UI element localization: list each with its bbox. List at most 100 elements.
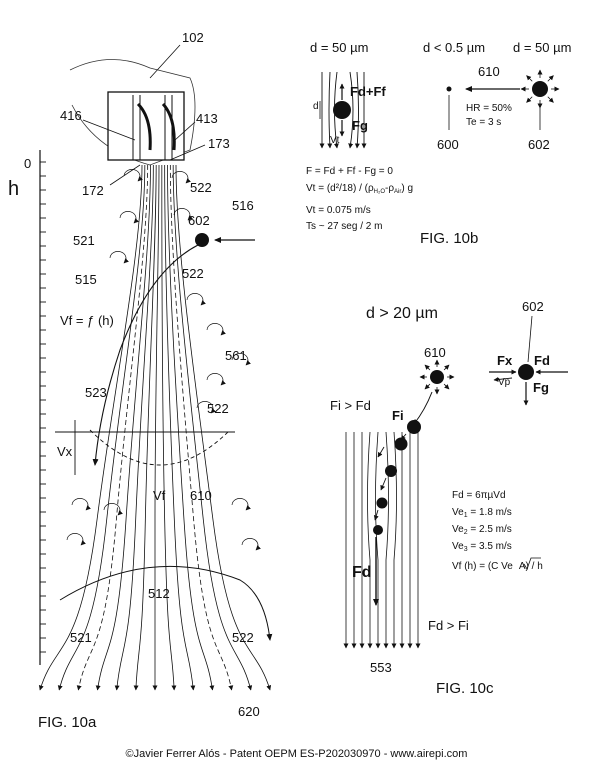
jet-streamlines (38, 164, 272, 691)
velocity-ve2: Ve2 = 2.5 m/s (452, 524, 512, 536)
force-fx: Fx (497, 353, 513, 368)
leader-416 (82, 119, 136, 141)
evaporation-ray (424, 364, 431, 371)
label-523: 523 (85, 385, 107, 400)
streamline (95, 164, 151, 691)
streamline (57, 164, 146, 691)
equation-stokes-drag: Fd = 6πµVd (452, 490, 506, 501)
humidity: HR = 50% (466, 103, 512, 114)
streamline (152, 164, 160, 691)
label-521-top: 521 (73, 233, 95, 248)
force-fd: Fd (534, 353, 550, 368)
streamline (38, 164, 143, 691)
streamline-553 (367, 431, 373, 649)
label-172: 172 (82, 183, 104, 198)
force-fd-ff: Fd+Ff (350, 84, 386, 99)
particle-600 (446, 86, 452, 92)
turbulence-vortices (66, 169, 261, 551)
leader-102 (149, 44, 181, 79)
fig-10a: 0 h 102 416 413 173 172 522 (8, 30, 273, 731)
force-fi: Fi (392, 408, 404, 423)
vortex-swirl (119, 211, 139, 224)
evaporation-ray (547, 75, 554, 82)
label-522-bottom: 522 (232, 630, 254, 645)
velocity-vt: Vt (330, 135, 340, 146)
label-522-top: 522 (190, 180, 212, 195)
fig-10b: d = 50 µm d < 0.5 µm d = 50 µm Fd+Ff Fg … (306, 40, 571, 247)
label-416: 416 (60, 108, 82, 123)
label-173: 173 (208, 136, 230, 151)
label-602-b: 602 (528, 137, 550, 152)
label-521-bottom: 521 (70, 630, 92, 645)
force-fd-large: Fd (352, 564, 372, 581)
label-522-low: 522 (207, 401, 229, 416)
velocity-vp: Vp (498, 377, 511, 388)
fig-10b-caption: FIG. 10b (420, 230, 478, 247)
vortex-swirl (186, 293, 206, 306)
evaporation-time: Te = 3 s (466, 117, 501, 128)
diameter-label-2: d < 0.5 µm (423, 40, 485, 55)
fig-10a-caption: FIG. 10a (38, 714, 97, 731)
particle-610-c (430, 370, 444, 384)
vx-arc (89, 429, 231, 466)
trajectory-620 (59, 565, 273, 641)
evaporation-ray (443, 364, 450, 371)
fig-10c-caption: FIG. 10c (436, 680, 494, 697)
label-600: 600 (437, 137, 459, 152)
vortex-swirl (206, 373, 226, 386)
label-512: 512 (148, 586, 170, 601)
equation-force-balance: F = Fd + Ff - Fg = 0 (306, 166, 393, 177)
axis-label-h: h (8, 178, 19, 200)
vortex-swirl (231, 498, 251, 511)
evaporation-ray (526, 96, 533, 103)
label-515: 515 (75, 272, 97, 287)
vortex-swirl (206, 323, 226, 336)
evaporation-ray (547, 96, 554, 103)
sqrt-symbol (523, 557, 541, 570)
velocity-ve3: Ve3 = 3.5 m/s (452, 541, 512, 553)
evaporation-ray (424, 383, 431, 390)
streamline-553 (391, 431, 397, 649)
nozzle-box (107, 91, 185, 161)
particle-602-forces (518, 364, 534, 380)
leader-413 (174, 121, 196, 141)
flow-streamlines-553 (343, 431, 421, 649)
equation-terminal-velocity: Vt = (d²/18) / (ρH₂O-ρAir) g (306, 183, 413, 195)
evaporation-ray (443, 383, 450, 390)
diameter-label-1: d = 50 µm (310, 40, 368, 55)
label-602: 602 (188, 213, 210, 228)
vortex-swirl (71, 498, 91, 511)
decelerating-particles (373, 420, 421, 535)
label-620: 620 (238, 704, 260, 719)
vortex-swirl (123, 169, 143, 182)
nozzle-inner (132, 95, 173, 160)
vf-label: Vf (153, 488, 166, 503)
device-outline (69, 59, 196, 166)
nozzle-blade-right (161, 102, 176, 151)
streamline-553 (375, 431, 381, 649)
copyright-footer: ©Javier Ferrer Alós - Patent OEPM ES-P20… (125, 748, 468, 760)
streamline (169, 164, 234, 691)
vortex-swirl (103, 503, 123, 516)
axis-zero-label: 0 (24, 156, 31, 171)
fd-greater-fi: Fd > Fi (428, 618, 469, 633)
axis-ticks (40, 161, 46, 653)
fig-10c: d > 20 µm 602 Fx Fd Fg Vp 610 Fi > Fd Fi (330, 299, 568, 697)
vf-formula: Vf = ƒ (h) (60, 313, 114, 328)
diameter-label-3: d = 50 µm (513, 40, 571, 55)
leader-602-c (527, 315, 533, 363)
label-602-c: 602 (522, 299, 544, 314)
vortex-swirl (196, 401, 216, 414)
vortex-swirl (241, 538, 261, 551)
fi-greater-fd: Fi > Fd (330, 398, 371, 413)
force-fg: Fg (352, 118, 368, 133)
streamline-553 (383, 431, 389, 649)
vortex-swirl (231, 353, 251, 366)
leader-172 (109, 164, 141, 186)
streamline (133, 164, 157, 691)
vp-arrow (493, 377, 513, 382)
label-413: 413 (196, 111, 218, 126)
label-516: 516 (232, 198, 254, 213)
vortex-swirl (171, 171, 191, 184)
